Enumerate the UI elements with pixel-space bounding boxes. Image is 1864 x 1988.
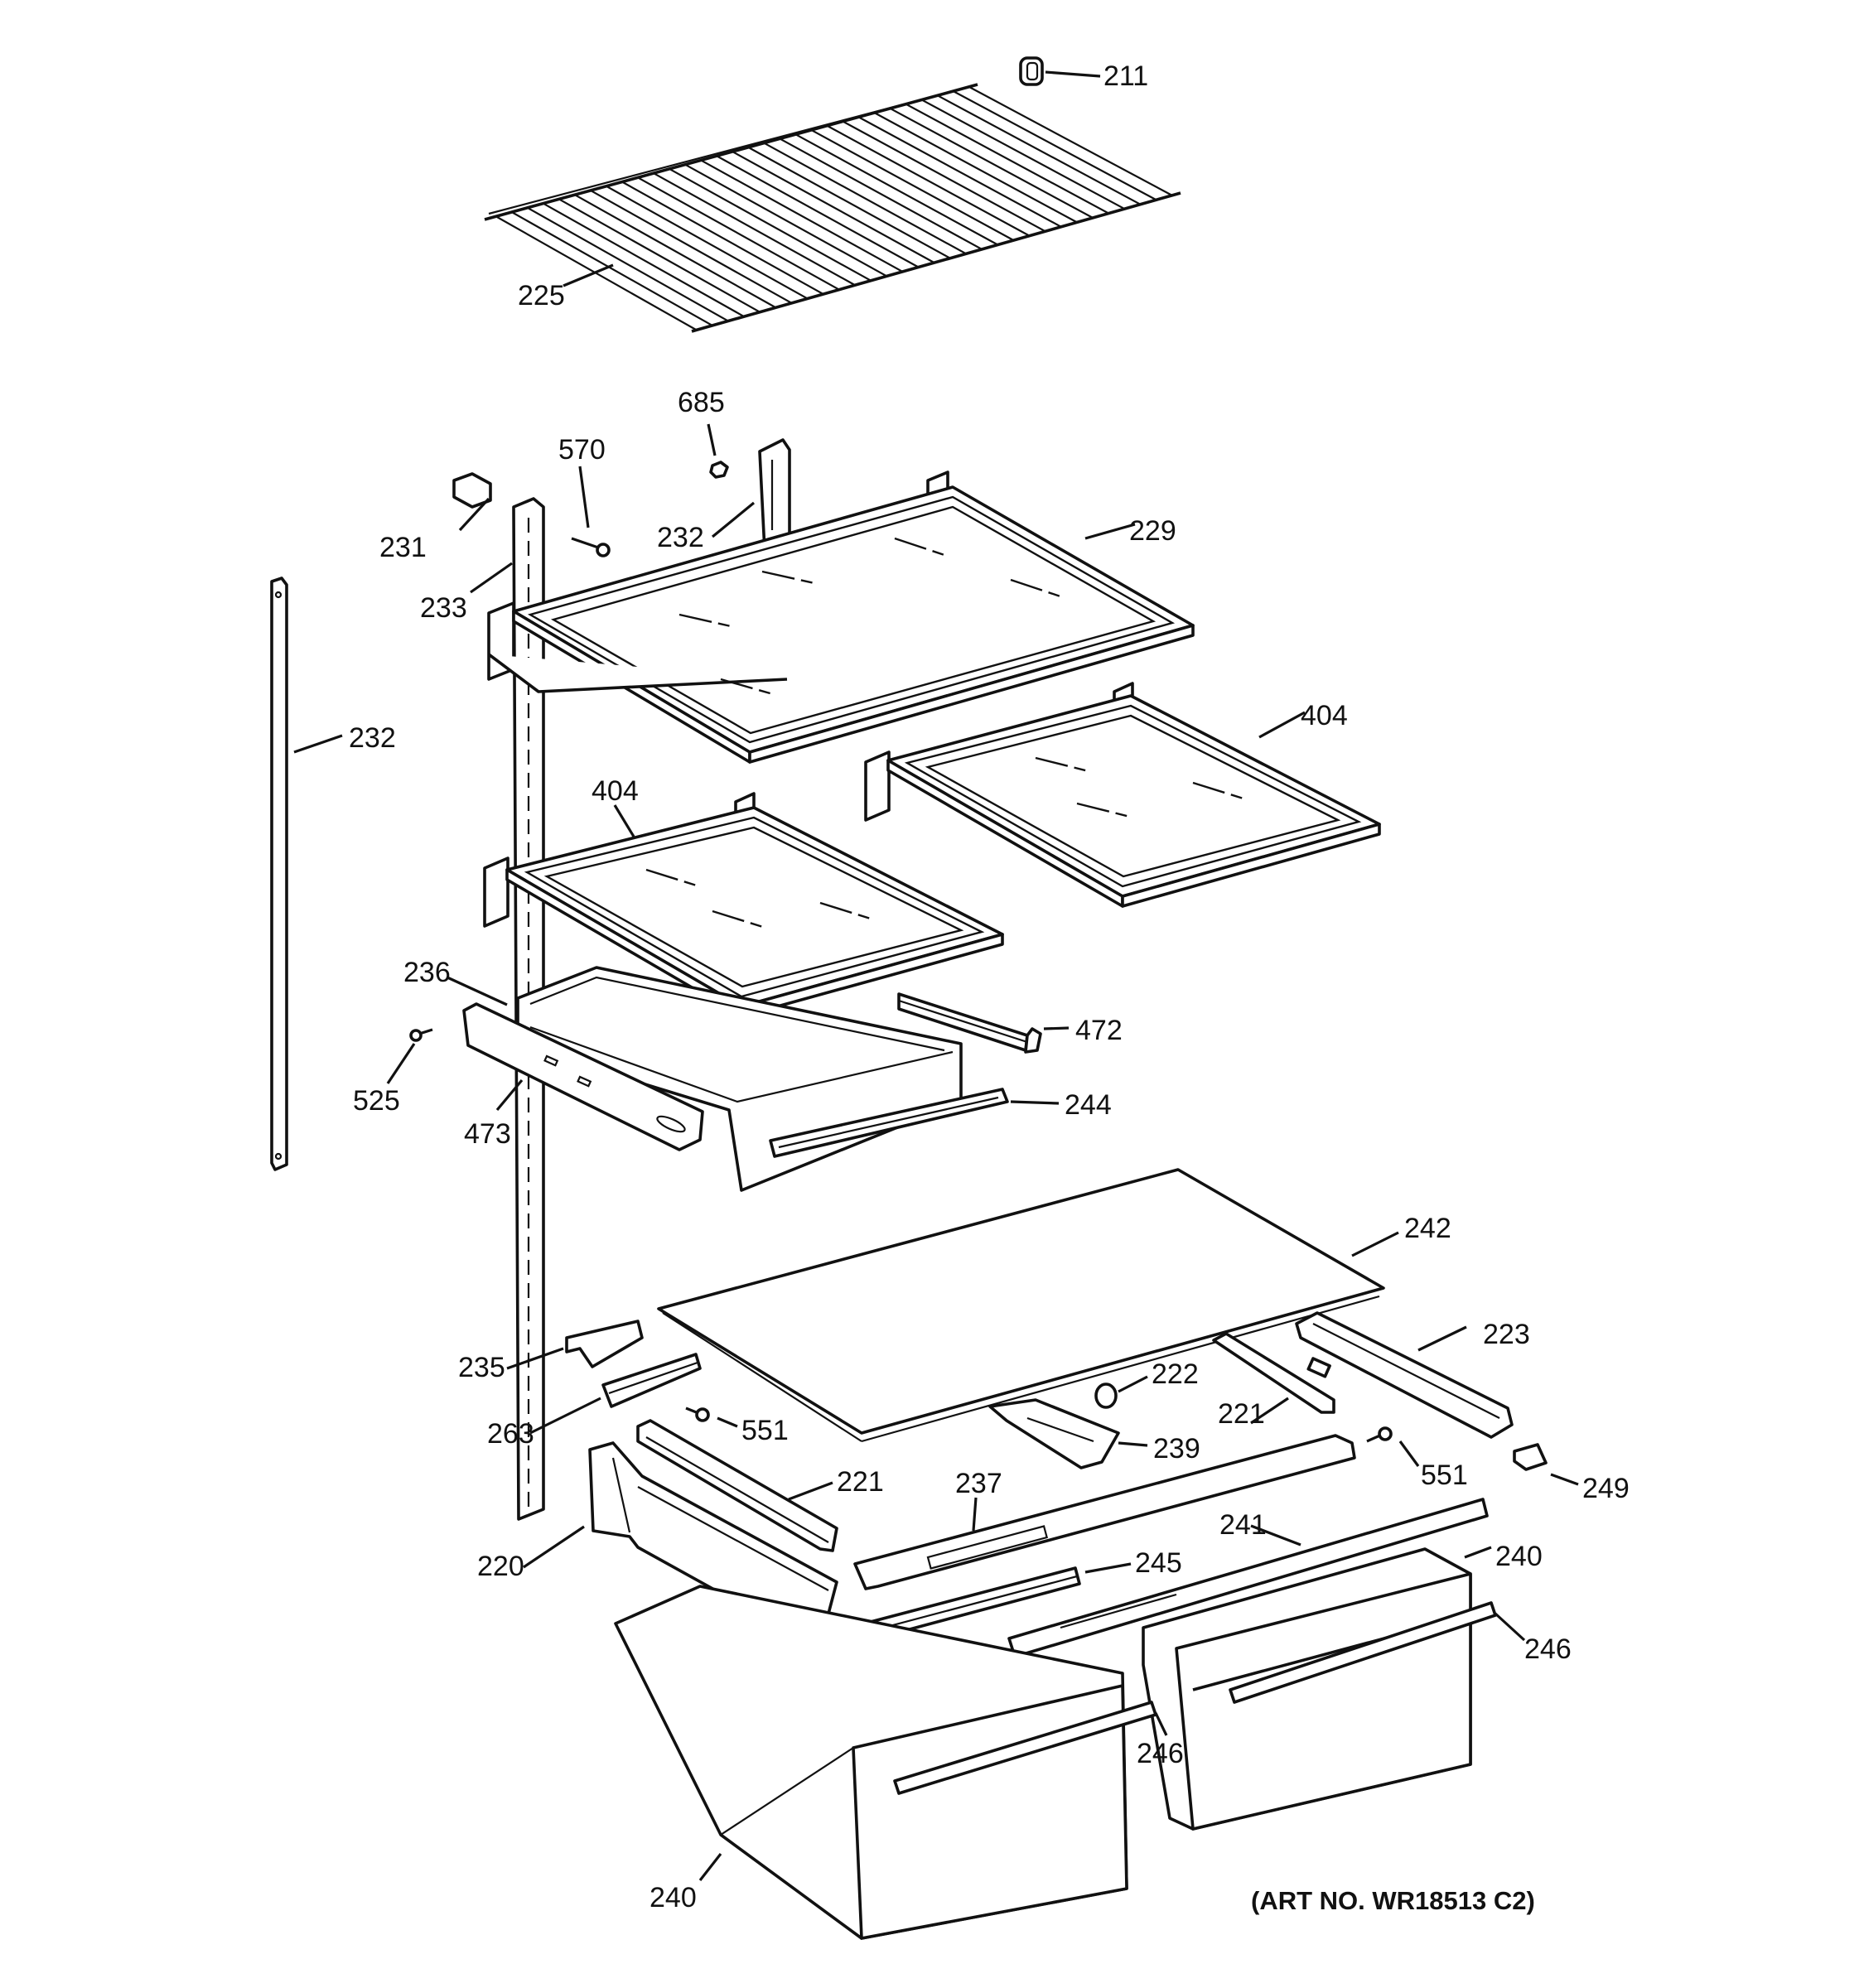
part-240-crisper-drawer-left bbox=[614, 1585, 1128, 1940]
wire-rod bbox=[559, 199, 761, 313]
part-246-handle-left bbox=[893, 1701, 1168, 1795]
callout-221-left: 221 bbox=[837, 1466, 884, 1498]
wire-rod bbox=[780, 138, 983, 250]
callout-242: 242 bbox=[1404, 1213, 1451, 1244]
wire-rod bbox=[528, 207, 728, 322]
callout-245: 245 bbox=[1135, 1547, 1182, 1579]
callout-240-right: 240 bbox=[1495, 1541, 1543, 1572]
part-472-slide-rail bbox=[897, 992, 1070, 1054]
callout-222: 222 bbox=[1152, 1358, 1199, 1390]
callout-225: 225 bbox=[518, 280, 565, 311]
wire-rod bbox=[968, 86, 1173, 196]
callout-241: 241 bbox=[1219, 1509, 1267, 1541]
callout-239: 239 bbox=[1153, 1433, 1200, 1464]
part-525-screw bbox=[386, 1028, 433, 1084]
wire-rod bbox=[858, 116, 1062, 228]
wire-rod bbox=[701, 160, 903, 273]
callout-244: 244 bbox=[1065, 1089, 1112, 1121]
part-246-handle-right bbox=[1229, 1601, 1526, 1704]
wire-rod bbox=[795, 133, 998, 246]
wire-rod bbox=[622, 181, 823, 295]
wire-rod bbox=[654, 172, 856, 286]
part-221-support-right bbox=[1212, 1332, 1335, 1425]
part-244-cover-support bbox=[769, 1088, 1060, 1158]
callout-263: 263 bbox=[487, 1418, 534, 1450]
callout-249: 249 bbox=[1582, 1473, 1630, 1504]
callout-685: 685 bbox=[678, 387, 725, 418]
callout-221-right: 221 bbox=[1218, 1398, 1265, 1430]
part-221-support-left bbox=[636, 1419, 838, 1552]
wire-rod bbox=[591, 190, 792, 304]
part-232-vertical-trim bbox=[270, 577, 343, 1171]
wire-rod bbox=[748, 147, 951, 259]
part-404-glass-shelf-right bbox=[864, 682, 1381, 908]
wire-rod bbox=[638, 176, 840, 291]
callout-551-right: 551 bbox=[1421, 1460, 1468, 1491]
part-235-bracket bbox=[506, 1320, 644, 1370]
wire-rod bbox=[543, 203, 745, 317]
callout-235: 235 bbox=[458, 1352, 505, 1383]
part-685-screw bbox=[707, 423, 729, 479]
wire-rod bbox=[827, 125, 1031, 237]
wire-rod bbox=[953, 90, 1157, 201]
callout-525: 525 bbox=[353, 1085, 400, 1117]
wire-rod bbox=[732, 151, 935, 263]
callout-240-left: 240 bbox=[650, 1882, 697, 1913]
part-222-roller bbox=[1094, 1375, 1148, 1409]
part-223-slide-assembly bbox=[1295, 1311, 1514, 1439]
callout-231: 231 bbox=[379, 532, 427, 563]
callout-473: 473 bbox=[464, 1118, 511, 1150]
callout-246-left: 246 bbox=[1137, 1738, 1184, 1769]
part-263-bracket bbox=[529, 1353, 702, 1435]
callout-236: 236 bbox=[403, 957, 451, 988]
part-249-switch bbox=[1513, 1443, 1579, 1486]
callout-220: 220 bbox=[477, 1551, 524, 1582]
callout-472: 472 bbox=[1075, 1015, 1123, 1046]
wire-rod bbox=[811, 129, 1014, 241]
callout-233: 233 bbox=[420, 592, 467, 624]
art-number: (ART NO. WR18513 C2) bbox=[1251, 1886, 1535, 1915]
callout-229: 229 bbox=[1129, 515, 1176, 547]
wire-rod bbox=[764, 142, 967, 255]
callout-246-right: 246 bbox=[1524, 1633, 1572, 1665]
wire-rod bbox=[843, 120, 1046, 233]
wire-rod bbox=[669, 168, 872, 282]
part-404-glass-shelf-left bbox=[483, 792, 1004, 1018]
callout-237: 237 bbox=[955, 1468, 1002, 1499]
wire-rod bbox=[874, 112, 1078, 224]
part-551-screw-left bbox=[685, 1407, 738, 1428]
wire-rod bbox=[575, 194, 776, 308]
wire-rod bbox=[905, 103, 1109, 215]
part-239-bracket bbox=[988, 1398, 1148, 1469]
part-237-front-rail bbox=[853, 1434, 1356, 1590]
callout-570: 570 bbox=[558, 434, 606, 466]
part-225-wire-shelf bbox=[484, 83, 1181, 333]
callout-223: 223 bbox=[1483, 1319, 1530, 1350]
part-570-screw bbox=[571, 466, 611, 557]
wire-rod bbox=[512, 211, 712, 326]
wire-rod bbox=[606, 186, 808, 300]
wire-rod bbox=[685, 164, 887, 277]
callout-211: 211 bbox=[1103, 60, 1148, 92]
wire-rod bbox=[890, 108, 1094, 219]
part-473-slide-rail bbox=[462, 1002, 704, 1151]
part-211-shelf-stop bbox=[1019, 56, 1101, 86]
part-551-screw-right bbox=[1366, 1426, 1420, 1467]
callout-labels: 211 225 685 570 231 232 229 233 232 404 … bbox=[349, 60, 1630, 1915]
part-231-clip bbox=[452, 472, 492, 532]
part-229-glass-shelf bbox=[487, 470, 1195, 764]
wire-rod bbox=[717, 155, 919, 268]
part-232-shelf-rail-right bbox=[711, 438, 791, 552]
wire-rod bbox=[937, 94, 1142, 205]
callout-404-right: 404 bbox=[1301, 700, 1348, 731]
wire-rod bbox=[921, 99, 1126, 210]
callout-404-left: 404 bbox=[592, 775, 639, 807]
callout-232-left: 232 bbox=[349, 722, 396, 754]
callout-232-top: 232 bbox=[657, 522, 704, 553]
part-242-crisper-cover-glass bbox=[657, 1168, 1399, 1443]
callout-551-left: 551 bbox=[741, 1415, 789, 1446]
